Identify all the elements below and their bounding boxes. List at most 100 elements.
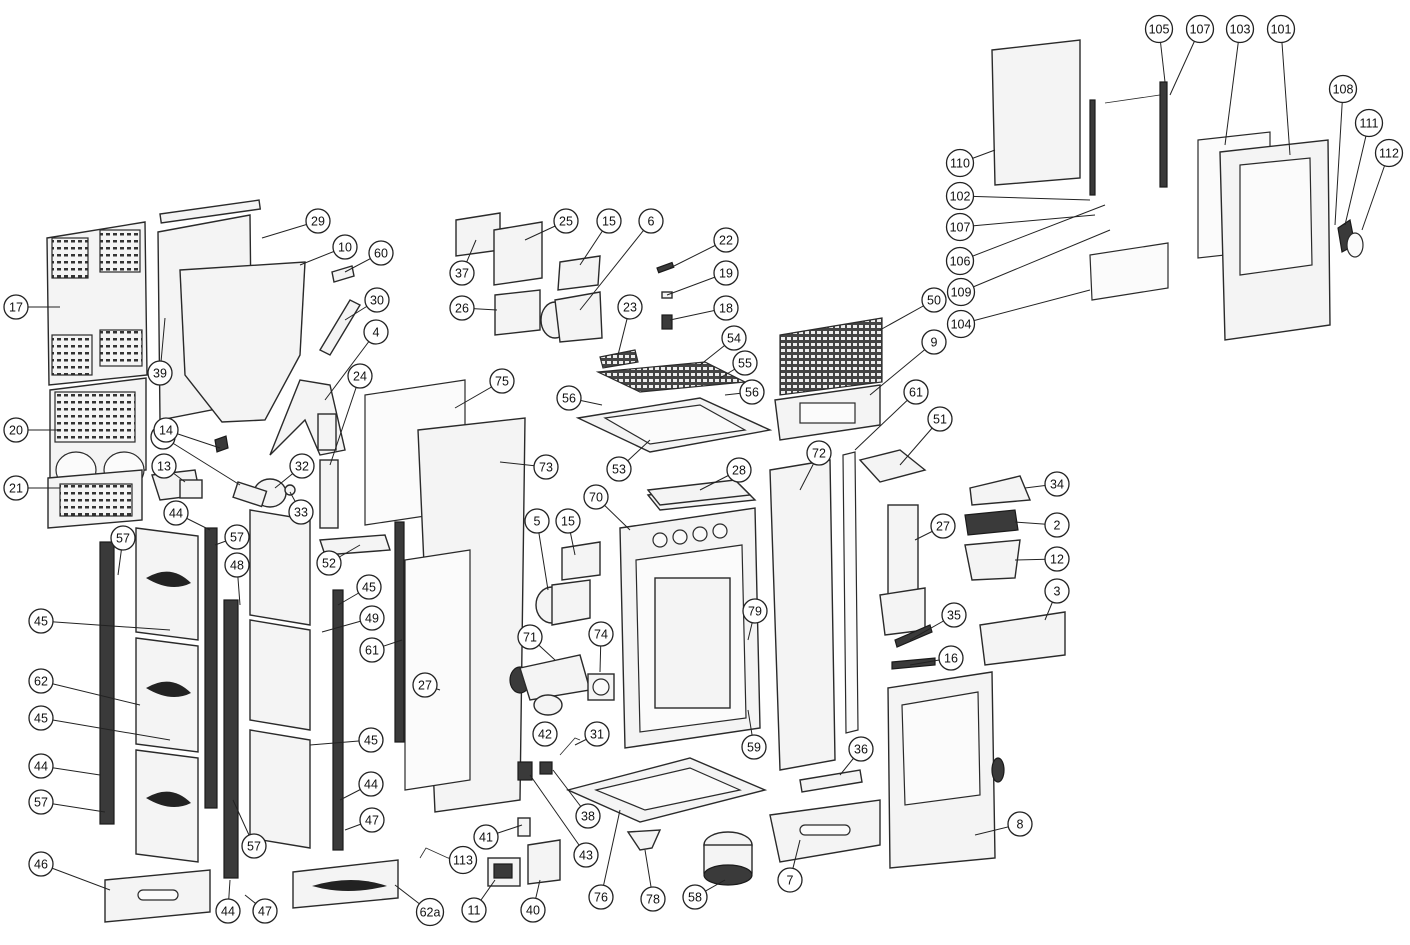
callout-label: 11 bbox=[461, 897, 487, 923]
callout-circle bbox=[583, 484, 609, 510]
callout-label: 70 bbox=[583, 484, 609, 510]
front-door-8 bbox=[887, 671, 1005, 869]
callout-number: 45 bbox=[34, 712, 48, 726]
callout-number: 56 bbox=[562, 392, 576, 406]
callout-leader bbox=[869, 341, 935, 396]
callout-number: 8 bbox=[1017, 818, 1024, 832]
pin-22 bbox=[656, 261, 675, 274]
callout-circle bbox=[3, 475, 29, 501]
callout-circle bbox=[28, 851, 54, 877]
callout-number: 75 bbox=[495, 375, 509, 389]
callout-label: 107 bbox=[1185, 14, 1215, 44]
callout-leader bbox=[959, 204, 1106, 262]
callout-circle bbox=[806, 440, 832, 466]
callout-circle bbox=[584, 721, 610, 747]
bottom-trim-plates bbox=[104, 859, 399, 923]
callout-leader bbox=[40, 717, 171, 741]
callout-number: 57 bbox=[230, 531, 244, 545]
callout-label: 52 bbox=[316, 550, 342, 576]
callout-label: 45 bbox=[358, 727, 384, 753]
grate-54-55 bbox=[595, 361, 748, 393]
callout-number: 13 bbox=[157, 460, 171, 474]
callout-number: 74 bbox=[594, 628, 608, 642]
plate-74 bbox=[587, 673, 615, 701]
bracket-30 bbox=[319, 299, 361, 356]
callout-number: 19 bbox=[719, 267, 733, 281]
bracket-9 bbox=[774, 384, 881, 441]
callout-number: 72 bbox=[812, 447, 826, 461]
callout-circle bbox=[556, 385, 582, 411]
callout-circle bbox=[364, 287, 390, 313]
callout-number: 29 bbox=[311, 215, 325, 229]
callout-circle bbox=[449, 295, 475, 321]
combustion-chamber bbox=[619, 484, 761, 749]
callout-circle bbox=[359, 807, 385, 833]
callout-label: 71 bbox=[517, 624, 543, 650]
callout-layer: 1234567891011121314151516171819202122232… bbox=[3, 14, 1404, 927]
callout-label: 112 bbox=[1374, 138, 1404, 168]
callout-circle bbox=[151, 453, 177, 479]
callout-number: 103 bbox=[1230, 23, 1251, 37]
blower-6 bbox=[540, 291, 603, 343]
gasket-106 bbox=[1104, 94, 1163, 181]
plate-25 bbox=[493, 221, 543, 286]
callout-label: 102 bbox=[945, 181, 975, 211]
callout-label: 53 bbox=[606, 456, 632, 482]
callout-number: 18 bbox=[719, 302, 733, 316]
callout-circle bbox=[524, 508, 550, 534]
callout-circle bbox=[533, 454, 559, 480]
bracket-52 bbox=[319, 534, 391, 556]
callout-number: 56 bbox=[745, 386, 759, 400]
callout-label: 12 bbox=[1044, 546, 1070, 572]
callout-number: 47 bbox=[365, 814, 379, 828]
callout-label: 54 bbox=[721, 325, 747, 351]
callout-circle bbox=[359, 605, 385, 631]
callout-label: 42 bbox=[532, 721, 558, 747]
sensor-18 bbox=[661, 314, 673, 330]
callout-circle bbox=[713, 260, 739, 286]
callout-number: 21 bbox=[9, 482, 23, 496]
callout-number: 30 bbox=[370, 294, 384, 308]
callout-label: 23 bbox=[617, 294, 643, 320]
callout-circle bbox=[153, 417, 179, 443]
bracket-60 bbox=[331, 265, 355, 283]
callout-label: 106 bbox=[945, 246, 975, 276]
callout-circle bbox=[412, 672, 438, 698]
bottom-grille-panel bbox=[47, 469, 143, 529]
callout-circle bbox=[1044, 578, 1070, 604]
callout-number: 107 bbox=[1190, 23, 1211, 37]
callout-number: 14 bbox=[159, 424, 173, 438]
callout-number: 76 bbox=[594, 891, 608, 905]
callout-circle bbox=[848, 736, 874, 762]
frame-panel-77 bbox=[404, 549, 471, 791]
callout-number: 57 bbox=[247, 840, 261, 854]
callout-number: 78 bbox=[646, 893, 660, 907]
callout-circle bbox=[1328, 74, 1358, 104]
callout-number: 49 bbox=[365, 612, 379, 626]
exhaust-blower-5 bbox=[535, 579, 591, 626]
callout-number: 36 bbox=[854, 743, 868, 757]
callout-number: 7 bbox=[787, 874, 794, 888]
callout-circle bbox=[1185, 14, 1215, 44]
callout-label: 46 bbox=[28, 851, 54, 877]
callout-label: 101 bbox=[1266, 14, 1296, 44]
callout-label: 49 bbox=[359, 605, 385, 631]
callout-number: 11 bbox=[468, 904, 481, 918]
callout-circle bbox=[1044, 512, 1070, 538]
callout-number: 28 bbox=[732, 464, 746, 478]
callout-label: 44 bbox=[215, 898, 241, 924]
hinge-105 bbox=[1159, 81, 1168, 188]
callout-number: 33 bbox=[294, 506, 308, 520]
callout-label: 74 bbox=[588, 621, 614, 647]
callout-leader bbox=[1334, 88, 1344, 226]
callout-circle bbox=[288, 499, 314, 525]
callout-circle bbox=[726, 457, 752, 483]
callout-number: 40 bbox=[526, 904, 540, 918]
callout-label: 78 bbox=[640, 886, 666, 912]
callout-leader bbox=[960, 289, 1091, 325]
callout-label: 73 bbox=[533, 454, 559, 480]
callout-number: 61 bbox=[365, 644, 379, 658]
grille-50 bbox=[779, 317, 883, 396]
grate-23 bbox=[599, 349, 639, 369]
